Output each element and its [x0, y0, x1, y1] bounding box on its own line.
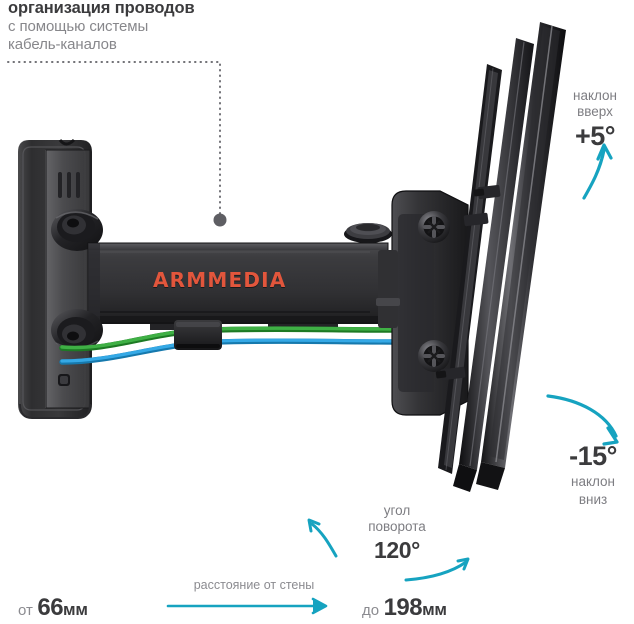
tilt-up-value: +5°: [574, 121, 616, 152]
rail-clamp-hardware: [435, 184, 501, 381]
callout-line-1: организация проводов: [8, 0, 195, 17]
swivel-value: 120°: [374, 536, 420, 563]
cable-callout-leader: [7, 61, 227, 227]
distance-min-unit: мм: [63, 600, 88, 619]
tilt-down-arrow: [546, 394, 619, 446]
tv-mounting-rails: [438, 22, 566, 492]
swivel-arrow-left: [307, 518, 338, 558]
distance-min: от 66мм: [18, 594, 88, 622]
tilt-up-annotation: наклон вверх +5°: [556, 88, 634, 152]
distance-min-value: 66: [37, 594, 64, 621]
distance-label: расстояние от стены: [193, 578, 315, 592]
tilt-down-caption-2: вниз: [578, 492, 608, 508]
distance-min-prefix: от: [18, 602, 33, 619]
distance-max-value: 198: [383, 594, 423, 621]
swivel-annotation: угол поворота 120°: [344, 503, 450, 565]
callout-line-3: кабель-каналов: [8, 36, 117, 54]
upper-hinge-joint: [51, 209, 103, 251]
wall-plate: [18, 138, 92, 419]
tilt-up-arrow: [582, 143, 613, 200]
tilt-up-caption-2: вверх: [577, 104, 613, 120]
callout-line-2: с помощью системы: [8, 18, 149, 36]
cable-bundle: [59, 326, 397, 365]
distance-max-unit: мм: [422, 600, 447, 619]
tilt-up-caption-1: наклон: [572, 88, 617, 103]
distance-max-prefix: до: [362, 602, 380, 619]
tilt-bracket: [376, 190, 469, 416]
cable-clip: [174, 320, 222, 350]
leader-endpoint-dot: [213, 213, 227, 227]
tilt-screw-bottom: [418, 340, 450, 372]
swivel-caption-2: поворота: [368, 519, 426, 535]
tilt-screw-top: [418, 211, 450, 243]
cable-management-callout: организация проводов с помощью системы к…: [8, 0, 248, 55]
arm-pivot-cap: [344, 223, 392, 243]
distance-arrow: [166, 597, 328, 615]
distance-max: до 198мм: [362, 594, 447, 622]
tilt-down-caption-1: наклон: [570, 473, 615, 489]
swivel-caption-1: угол: [383, 503, 411, 518]
lower-hinge-joint: [51, 309, 103, 351]
tilt-down-value: -15°: [569, 441, 617, 471]
tilt-down-annotation: -15° наклон вниз: [552, 441, 634, 509]
brand-logo: ARMMEDIA: [153, 268, 287, 292]
